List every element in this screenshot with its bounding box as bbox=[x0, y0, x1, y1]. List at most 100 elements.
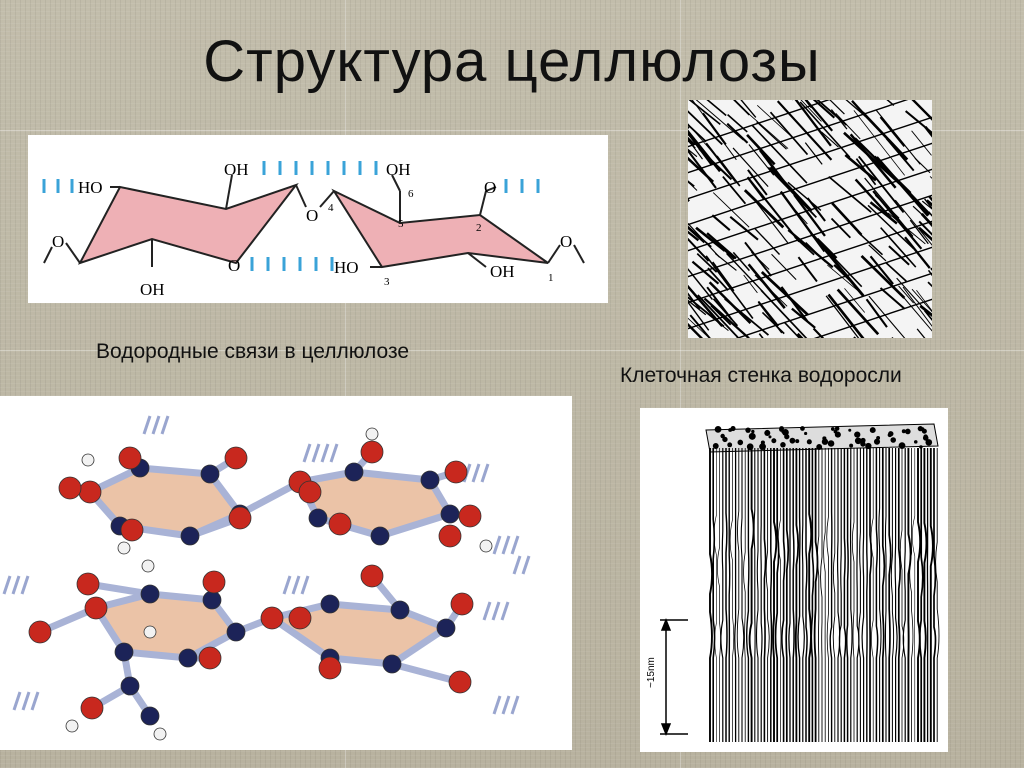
fiber-stroke bbox=[746, 133, 776, 166]
fiber-stroke bbox=[854, 137, 912, 194]
oh-top-left-label: OH bbox=[224, 160, 249, 179]
sugar-ring bbox=[90, 468, 240, 536]
fiber-stroke bbox=[812, 327, 825, 338]
carbon-number-5: 5 bbox=[398, 218, 404, 230]
fiber-stroke bbox=[835, 113, 861, 140]
oxygen-atom bbox=[58, 476, 82, 500]
cellulose-chain bbox=[917, 448, 922, 742]
fiber-stroke bbox=[708, 281, 752, 325]
fiber-stroke bbox=[771, 253, 797, 281]
fiber-stroke bbox=[902, 286, 932, 327]
cellulose-chain bbox=[851, 448, 855, 742]
fiber-stroke bbox=[916, 290, 932, 312]
fiber-stroke bbox=[754, 274, 788, 307]
chain-end bbox=[898, 442, 906, 450]
carbon-atom bbox=[200, 464, 220, 484]
fiber-stroke bbox=[735, 272, 932, 338]
fiber-stroke bbox=[868, 244, 887, 262]
fiber-stroke bbox=[740, 100, 757, 118]
fiber-stroke bbox=[688, 230, 700, 242]
fiber-stroke bbox=[710, 304, 732, 326]
chain-end bbox=[860, 437, 866, 443]
ring-oxygen-right-label: O bbox=[484, 178, 496, 197]
cellulose-chain bbox=[912, 448, 916, 742]
chain-end bbox=[727, 442, 733, 448]
fiber-stroke bbox=[865, 298, 888, 328]
cellulose-chain bbox=[781, 448, 786, 742]
oxygen-atom bbox=[298, 480, 322, 504]
fiber-stroke bbox=[874, 194, 900, 219]
hbond-dash bbox=[492, 535, 502, 555]
cellulose-chain bbox=[760, 448, 763, 742]
algae-fibers-image bbox=[688, 100, 932, 338]
cellulose-chain bbox=[788, 448, 791, 742]
oxygen-atom bbox=[328, 512, 352, 536]
cellulose-chain bbox=[712, 448, 716, 742]
chain-end bbox=[712, 443, 719, 449]
fiber-stroke bbox=[813, 298, 932, 338]
fiber-stroke bbox=[719, 244, 736, 260]
fiber-stroke bbox=[797, 256, 818, 283]
cellulose-chain bbox=[736, 448, 740, 742]
fiber-stroke bbox=[756, 121, 787, 150]
fiber-stroke bbox=[688, 148, 698, 158]
oxygen-atom bbox=[360, 564, 384, 588]
chain-end bbox=[764, 429, 771, 436]
fiber-stroke bbox=[896, 277, 923, 307]
hbond-dash bbox=[491, 601, 501, 621]
chain-end bbox=[722, 436, 728, 443]
fiber-stroke bbox=[727, 114, 748, 133]
fiber-stroke bbox=[794, 100, 832, 147]
bond-stick bbox=[120, 648, 192, 662]
fiber-stroke bbox=[705, 255, 754, 319]
bridge-oxygen-label: O bbox=[306, 206, 318, 225]
fiber-stroke bbox=[688, 322, 704, 338]
cellulose-chain bbox=[763, 448, 767, 742]
cellulose-chain bbox=[746, 448, 750, 742]
fiber-stroke bbox=[800, 100, 822, 122]
ho-right-label: HO bbox=[334, 258, 359, 277]
chain-end bbox=[771, 438, 777, 444]
chain-end bbox=[925, 439, 933, 446]
cellulose-chain bbox=[861, 448, 865, 742]
fiber-stroke bbox=[688, 237, 710, 262]
cellulose-chain bbox=[849, 448, 853, 742]
fiber-stroke bbox=[688, 148, 717, 189]
fiber-stroke bbox=[927, 281, 932, 288]
bond-stick bbox=[376, 510, 454, 540]
bond-stick bbox=[388, 660, 464, 686]
cellulose-chain bbox=[740, 448, 745, 742]
fiber-stroke bbox=[760, 271, 809, 316]
fiber-stroke bbox=[833, 264, 854, 285]
fiber-stroke bbox=[754, 227, 781, 255]
fiber-stroke bbox=[887, 212, 926, 245]
fiber-stroke bbox=[868, 295, 906, 338]
carbon-atom bbox=[140, 706, 160, 726]
fiber-stroke bbox=[688, 284, 724, 327]
fiber-stroke bbox=[729, 216, 759, 241]
bg-grid-line bbox=[680, 0, 681, 768]
fiber-stroke bbox=[743, 274, 758, 294]
bond-stick bbox=[268, 614, 334, 662]
oxygen-atom bbox=[198, 646, 222, 670]
oxygen-atom bbox=[228, 506, 252, 530]
cellulose-formula-diagram: HO OH OH OH O O O HO OH O O 1 2 3 4 5 6 bbox=[42, 160, 585, 299]
ball-stick-model bbox=[2, 415, 531, 741]
fiber-stroke bbox=[793, 194, 826, 237]
oxygen-atom bbox=[84, 596, 108, 620]
cellulose-chain bbox=[753, 448, 756, 742]
chain-end bbox=[816, 444, 823, 450]
fiber-stroke bbox=[688, 292, 701, 310]
chain-end bbox=[784, 434, 790, 440]
cellulose-chain bbox=[881, 448, 886, 742]
hbond-dash bbox=[492, 695, 502, 715]
cellulose-chain bbox=[935, 448, 940, 742]
carbon-atom bbox=[390, 600, 410, 620]
fiber-stroke bbox=[911, 130, 932, 156]
chain-end bbox=[737, 439, 744, 446]
bond-stick bbox=[388, 624, 450, 668]
hbond-dash bbox=[311, 443, 321, 463]
fiber-stroke bbox=[783, 321, 801, 338]
chain-end bbox=[865, 442, 872, 450]
fiber-stroke bbox=[688, 142, 932, 226]
